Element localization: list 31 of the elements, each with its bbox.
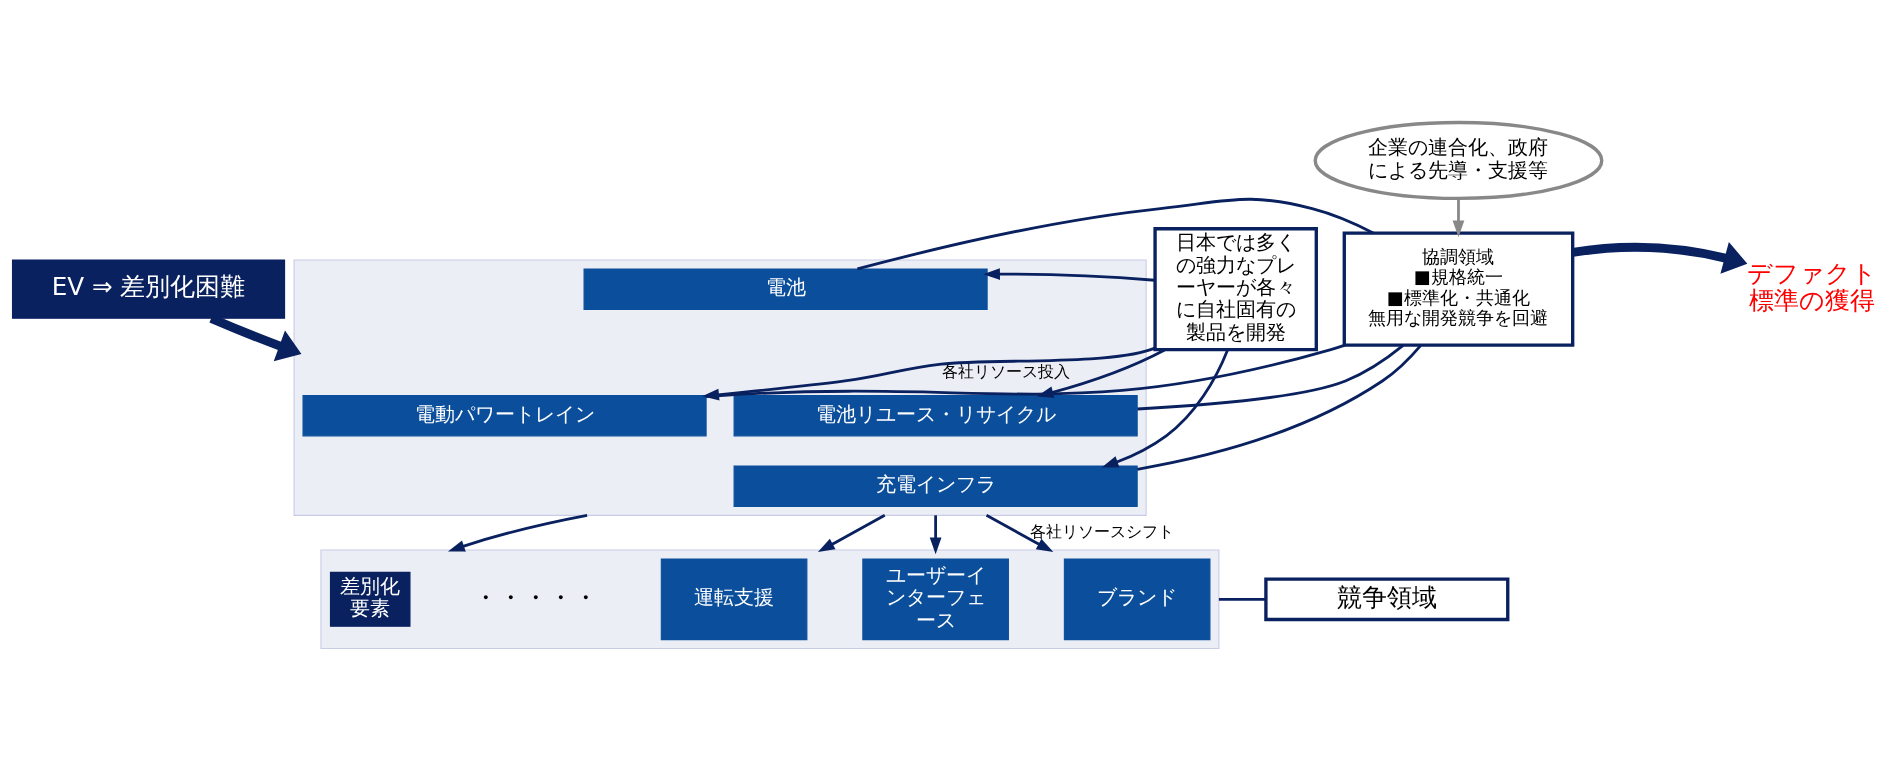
arrow <box>1572 241 1748 274</box>
arrow <box>929 514 942 554</box>
node-box: 電動パワートレイン <box>302 394 707 436</box>
edge-label: 各社リソース投入 <box>941 361 1070 381</box>
arrow <box>447 513 588 552</box>
arrow <box>1101 348 1229 467</box>
node-box: 競争領域 <box>1264 576 1510 621</box>
arrow <box>985 513 1054 552</box>
node-box: ユーザーインターフェース <box>862 557 1009 640</box>
arrow <box>817 513 886 552</box>
connector <box>1218 597 1266 601</box>
arrow <box>983 267 1155 282</box>
node-box: 電池リユース・リサイクル <box>733 394 1138 436</box>
node-box: 日本では多くの強力なプレーヤーが各々に自社固有の製品を開発 <box>1153 226 1318 351</box>
node-text: デファクト標準の獲得 <box>1747 258 1878 315</box>
cluster <box>293 259 1147 516</box>
label: ・・・・・ <box>473 582 599 612</box>
node-box: ブランド <box>1063 557 1211 640</box>
edge-label: 各社リソースシフト <box>1029 521 1174 541</box>
node-ellipse: 企業の連合化、政府による先導・支援等 <box>1313 120 1604 200</box>
arrow <box>1452 198 1465 237</box>
node-box: 協調領域 ■規格統一 ■標準化・共通化 無用な開発競争を回避 <box>1342 231 1575 347</box>
connector <box>1137 343 1405 410</box>
node-box: 充電インフラ <box>733 465 1138 507</box>
node-box: EV ⇒ 差別化困難 <box>11 259 286 319</box>
connector <box>1137 344 1422 471</box>
node-box: 電池 <box>583 267 988 310</box>
node-box: 運転支援 <box>660 557 808 640</box>
node-box: 差別化要素 <box>329 571 411 627</box>
connector <box>857 197 1375 270</box>
cluster <box>320 549 1220 649</box>
